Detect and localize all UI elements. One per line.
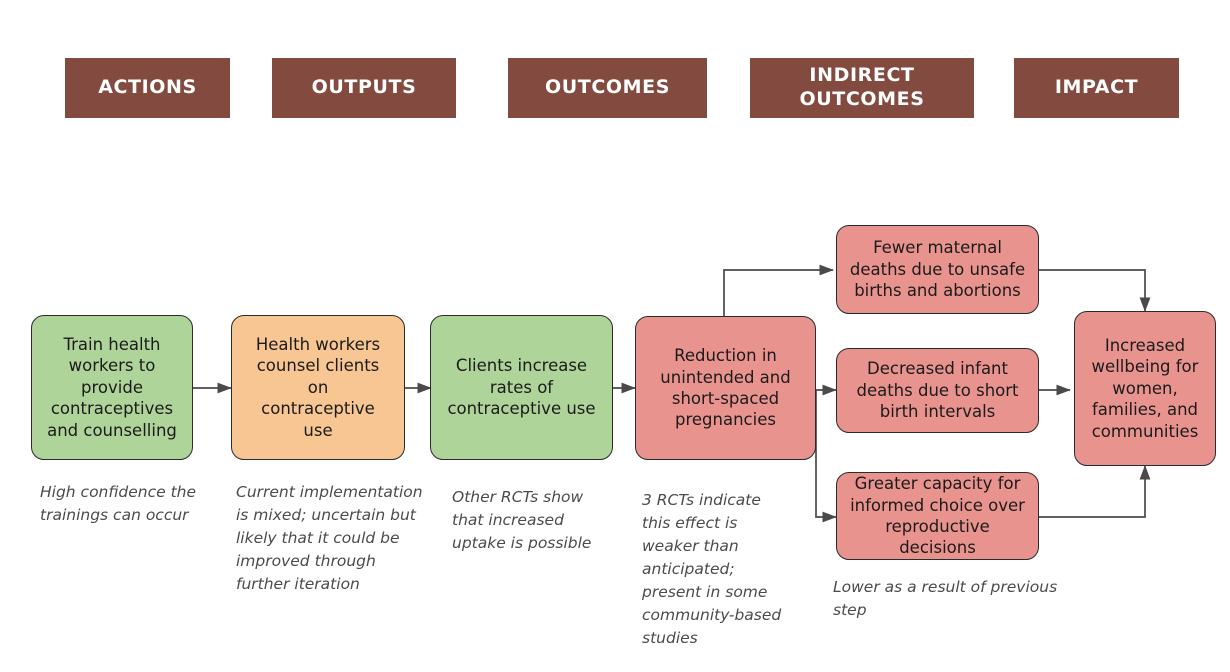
node-label: Reduction in unintended and short-spaced… bbox=[660, 346, 791, 430]
node-label: Health workers counsel clients on contra… bbox=[255, 334, 381, 440]
phase-header-actions: ACTIONS bbox=[65, 58, 230, 118]
node-clients-increase-rates[interactable]: Clients increase rates of contraceptive … bbox=[430, 315, 613, 460]
phase-label: INDIRECT OUTCOMES bbox=[799, 64, 925, 110]
node-label: Increased wellbeing for women, families,… bbox=[1091, 335, 1199, 441]
arrow-reduction-to-maternal bbox=[723, 264, 834, 317]
node-health-workers-counsel[interactable]: Health workers counsel clients on contra… bbox=[231, 315, 405, 460]
node-label: Train health workers to provide contrace… bbox=[47, 334, 177, 440]
phase-label: IMPACT bbox=[1054, 76, 1139, 99]
node-label: Fewer maternal deaths due to unsafe birt… bbox=[849, 238, 1026, 301]
caption-indirect-outcomes: Lower as a result of previous step bbox=[833, 578, 1058, 619]
caption-reduction: 3 RCTs indicate this effect is weaker th… bbox=[642, 491, 782, 647]
node-train-health-workers[interactable]: Train health workers to provide contrace… bbox=[31, 315, 193, 460]
caption-outputs: Current implementation is mixed; uncerta… bbox=[236, 483, 423, 593]
arrow-reduction-to-capacity bbox=[815, 390, 837, 523]
node-label: Clients increase rates of contraceptive … bbox=[447, 356, 596, 419]
phase-header-outcomes: OUTCOMES bbox=[508, 58, 707, 118]
phase-label: OUTPUTS bbox=[311, 76, 417, 99]
phase-label: OUTCOMES bbox=[544, 76, 670, 99]
caption-actions: High confidence the trainings can occur bbox=[40, 483, 197, 524]
node-reduction-unintended-pregnancies[interactable]: Reduction in unintended and short-spaced… bbox=[635, 316, 816, 460]
arrow-maternal-to-wellbeing bbox=[1039, 269, 1151, 312]
phase-header-impact: IMPACT bbox=[1014, 58, 1179, 118]
caption-outcomes: Other RCTs show that increased uptake is… bbox=[452, 488, 592, 552]
node-label: Decreased infant deaths due to short bir… bbox=[856, 359, 1019, 422]
node-greater-capacity-informed-choice[interactable]: Greater capacity for informed choice ove… bbox=[836, 472, 1039, 560]
node-fewer-maternal-deaths[interactable]: Fewer maternal deaths due to unsafe birt… bbox=[836, 225, 1039, 314]
node-label: Greater capacity for informed choice ove… bbox=[850, 474, 1025, 558]
arrow-capacity-to-wellbeing bbox=[1039, 465, 1151, 518]
phase-header-outputs: OUTPUTS bbox=[272, 58, 456, 118]
phase-header-indirect-outcomes: INDIRECT OUTCOMES bbox=[750, 58, 974, 118]
node-increased-wellbeing[interactable]: Increased wellbeing for women, families,… bbox=[1074, 311, 1216, 466]
phase-label: ACTIONS bbox=[98, 76, 197, 99]
node-decreased-infant-deaths[interactable]: Decreased infant deaths due to short bir… bbox=[836, 348, 1039, 433]
